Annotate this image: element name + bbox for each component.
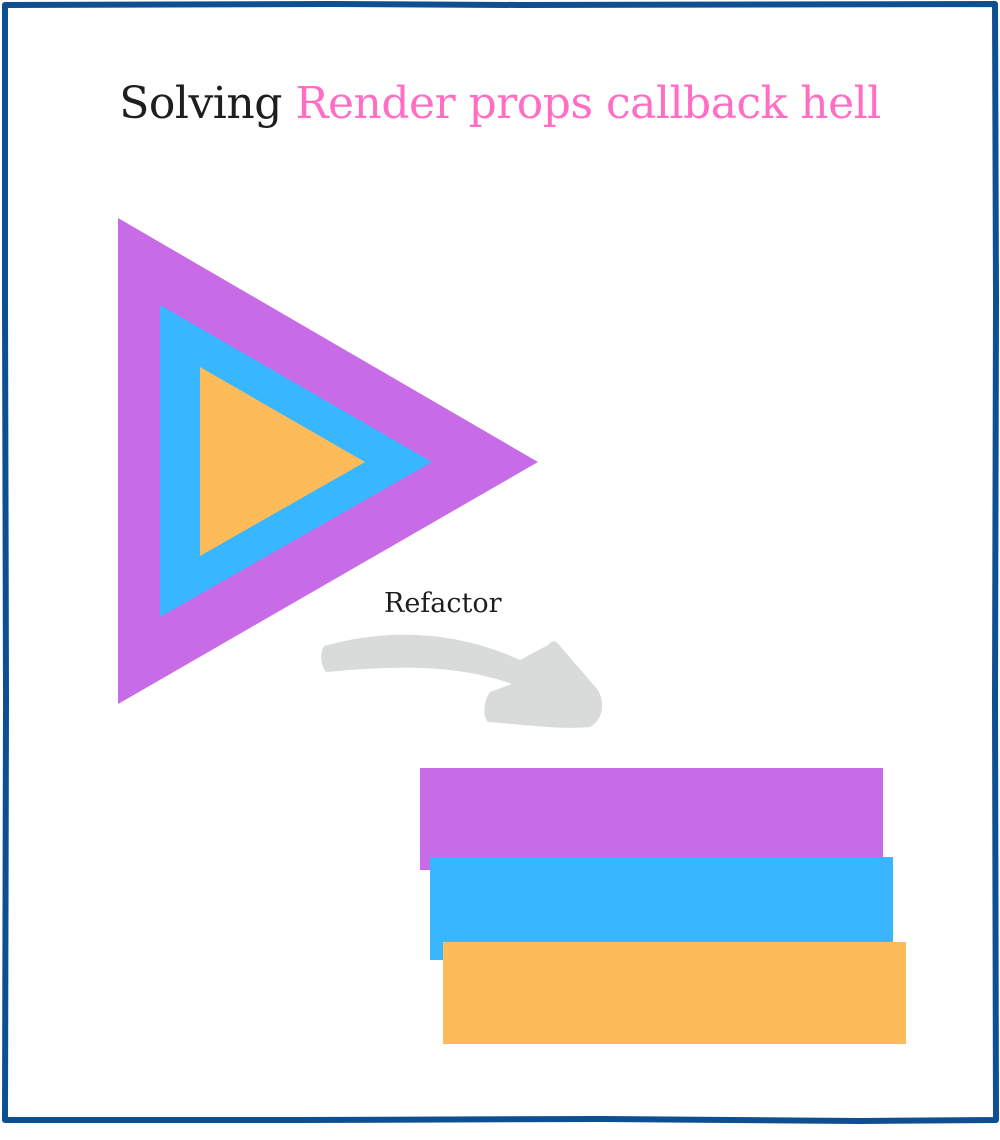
stacked-bar-purple — [420, 768, 883, 870]
curved-arrow-icon — [321, 634, 603, 728]
inner-orange-triangle — [200, 367, 365, 556]
page-title: Solving Render props callback hell — [0, 78, 1000, 129]
stacked-bar-orange — [443, 942, 906, 1044]
refactor-label: Refactor — [384, 588, 502, 619]
title-prefix: Solving — [119, 78, 282, 129]
title-highlight: Render props callback hell — [295, 78, 881, 129]
